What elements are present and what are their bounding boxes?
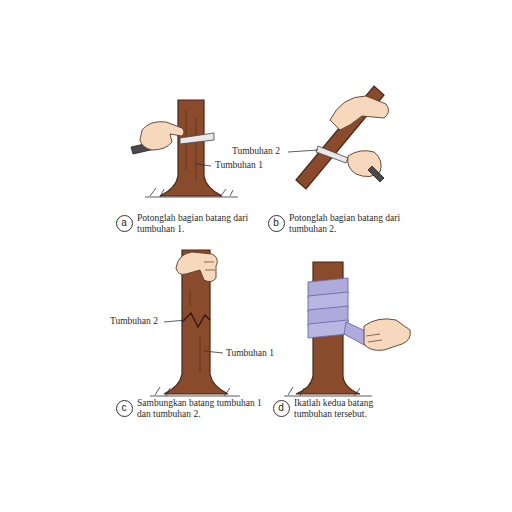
panel-b-art bbox=[288, 86, 389, 189]
part-label: Tumbuhan 2 bbox=[110, 316, 158, 327]
step-letter: c bbox=[122, 403, 127, 413]
step-letter-circle: d bbox=[273, 400, 290, 417]
panel-a-art bbox=[131, 100, 238, 197]
step-letter-circle: c bbox=[116, 400, 133, 417]
step-caption: Potonglah bagian batang dari tumbuhan 2. bbox=[289, 213, 403, 235]
step-letter-circle: b bbox=[268, 215, 285, 232]
step-letter: d bbox=[278, 403, 284, 413]
panel-c-art bbox=[150, 250, 240, 396]
part-label: Tumbuhan 1 bbox=[226, 348, 274, 359]
step-caption: Sambungkan batang tumbuhan 1 dan tumbuha… bbox=[137, 398, 269, 420]
panel-d-art bbox=[284, 262, 410, 396]
step-caption: Potonglah bagian batang dari tumbuhan 1. bbox=[137, 213, 251, 235]
part-label: Tumbuhan 2 bbox=[232, 146, 280, 157]
step-letter: b bbox=[273, 218, 279, 228]
step-letter-circle: a bbox=[116, 215, 133, 232]
part-label: Tumbuhan 1 bbox=[215, 160, 263, 171]
step-caption: Ikatlah kedua batang tumbuhan tersebut. bbox=[294, 398, 404, 420]
step-letter: a bbox=[121, 218, 127, 228]
